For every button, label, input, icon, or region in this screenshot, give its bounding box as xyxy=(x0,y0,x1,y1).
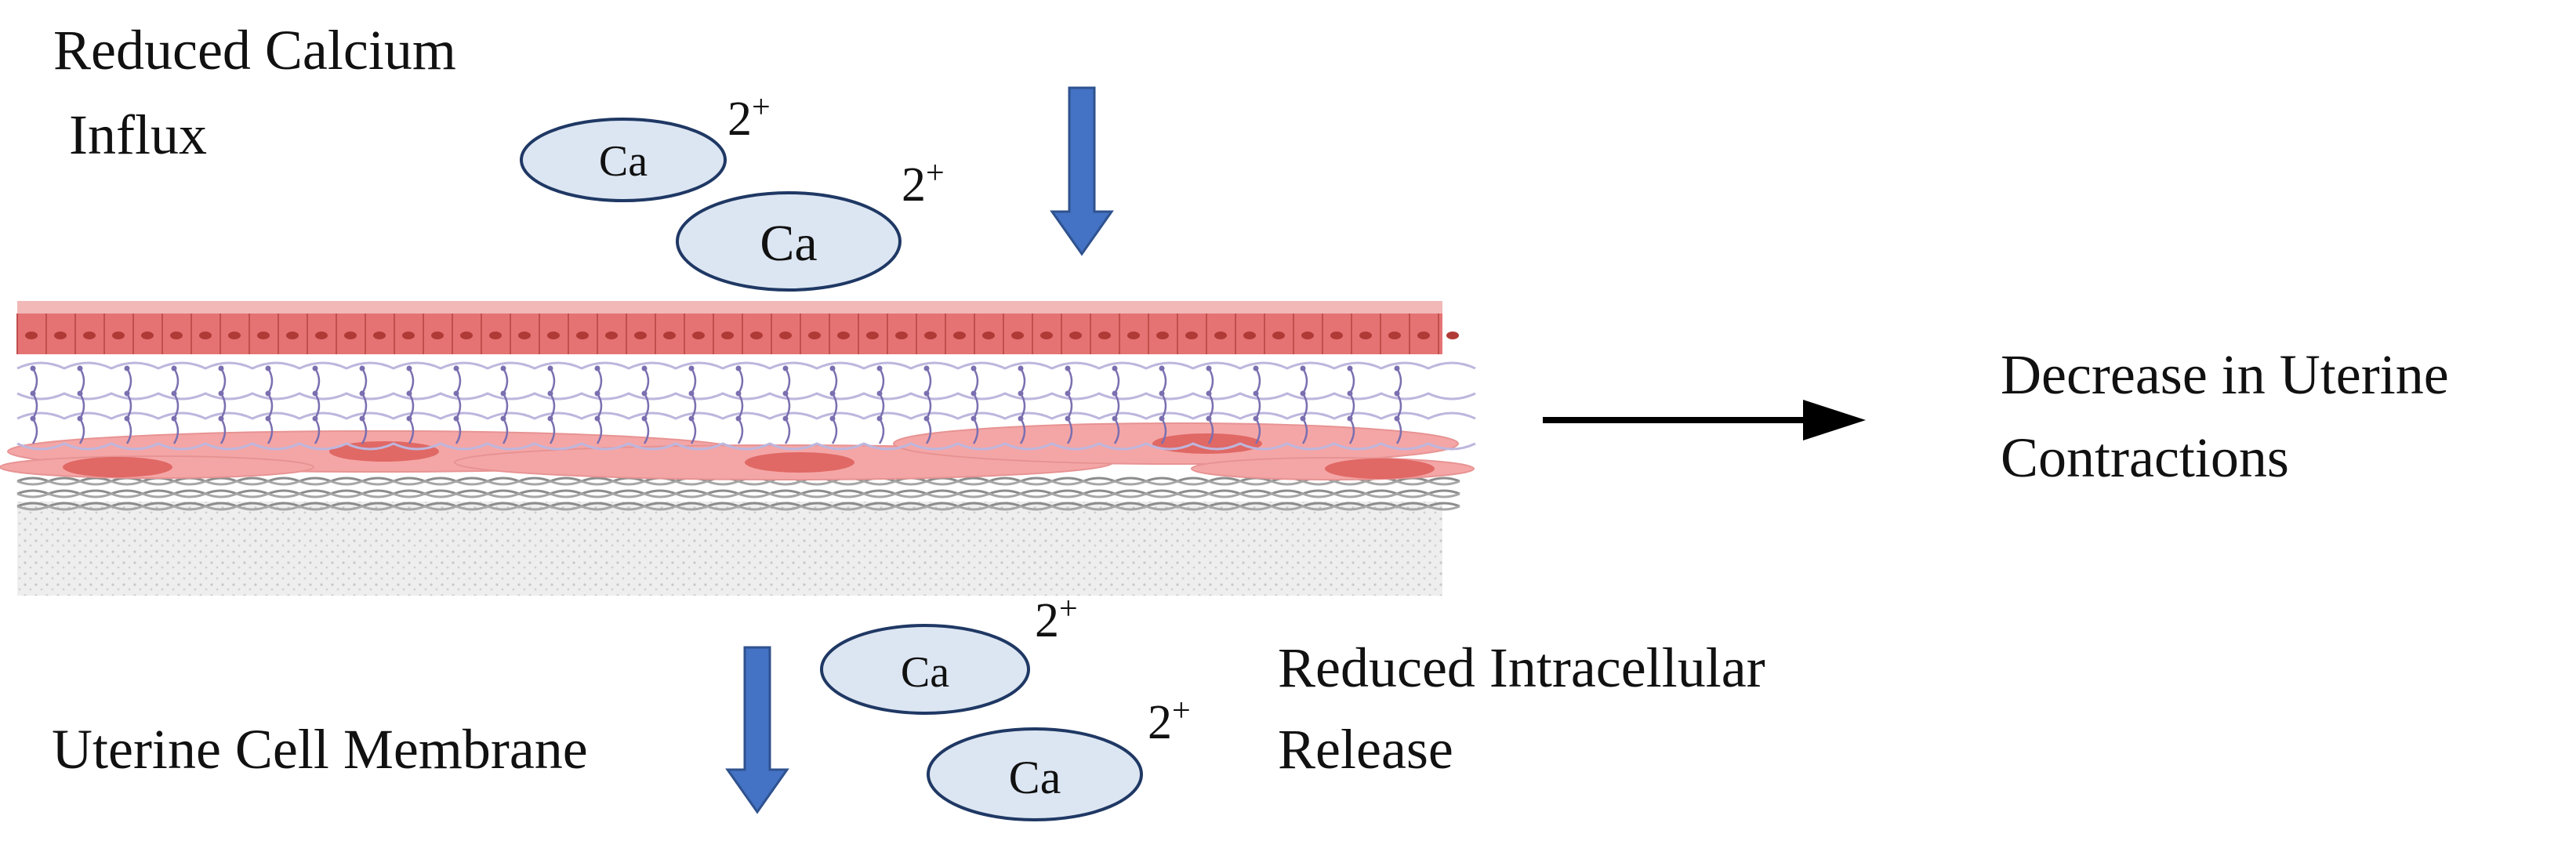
result-right-arrow xyxy=(1543,400,1866,440)
influx-label-line1: Reduced Calcium xyxy=(53,19,456,82)
extracellular-mesh xyxy=(16,361,1476,451)
ion-charge: 2+ xyxy=(1148,693,1191,749)
ion-charge: 2+ xyxy=(727,89,771,146)
ion-symbol: Ca xyxy=(599,137,648,186)
influx-down-arrow xyxy=(1050,86,1114,256)
ion-symbol: Ca xyxy=(760,215,817,272)
ca-ion-top-2: Ca 2+ xyxy=(676,155,945,292)
release-label-line1: Reduced Intracellular xyxy=(1278,636,1765,699)
ca-ion-bottom-1: Ca 2+ xyxy=(820,591,1078,715)
outcome-label-line1: Decrease in Uterine xyxy=(2001,343,2449,406)
release-label-line2: Release xyxy=(1278,718,1453,781)
ca-ion-top-1: Ca 2+ xyxy=(520,89,771,202)
membrane-label: Uterine Cell Membrane xyxy=(52,718,588,781)
ion-symbol: Ca xyxy=(1009,752,1061,803)
ca-ion-bottom-2: Ca 2+ xyxy=(927,693,1191,821)
outcome-label-line2: Contractions xyxy=(2001,426,2289,489)
ion-charge: 2+ xyxy=(1035,591,1078,647)
epithelium-layer xyxy=(16,301,1459,354)
influx-label-line2: Influx xyxy=(69,103,207,166)
collagen-fibers xyxy=(16,477,1460,511)
connective-layer xyxy=(17,502,1442,596)
uterine-tissue xyxy=(0,301,1476,596)
membrane-down-arrow xyxy=(725,646,789,814)
smooth-muscle-layer xyxy=(0,422,1475,480)
ion-charge: 2+ xyxy=(902,155,945,212)
ion-symbol: Ca xyxy=(901,648,949,697)
